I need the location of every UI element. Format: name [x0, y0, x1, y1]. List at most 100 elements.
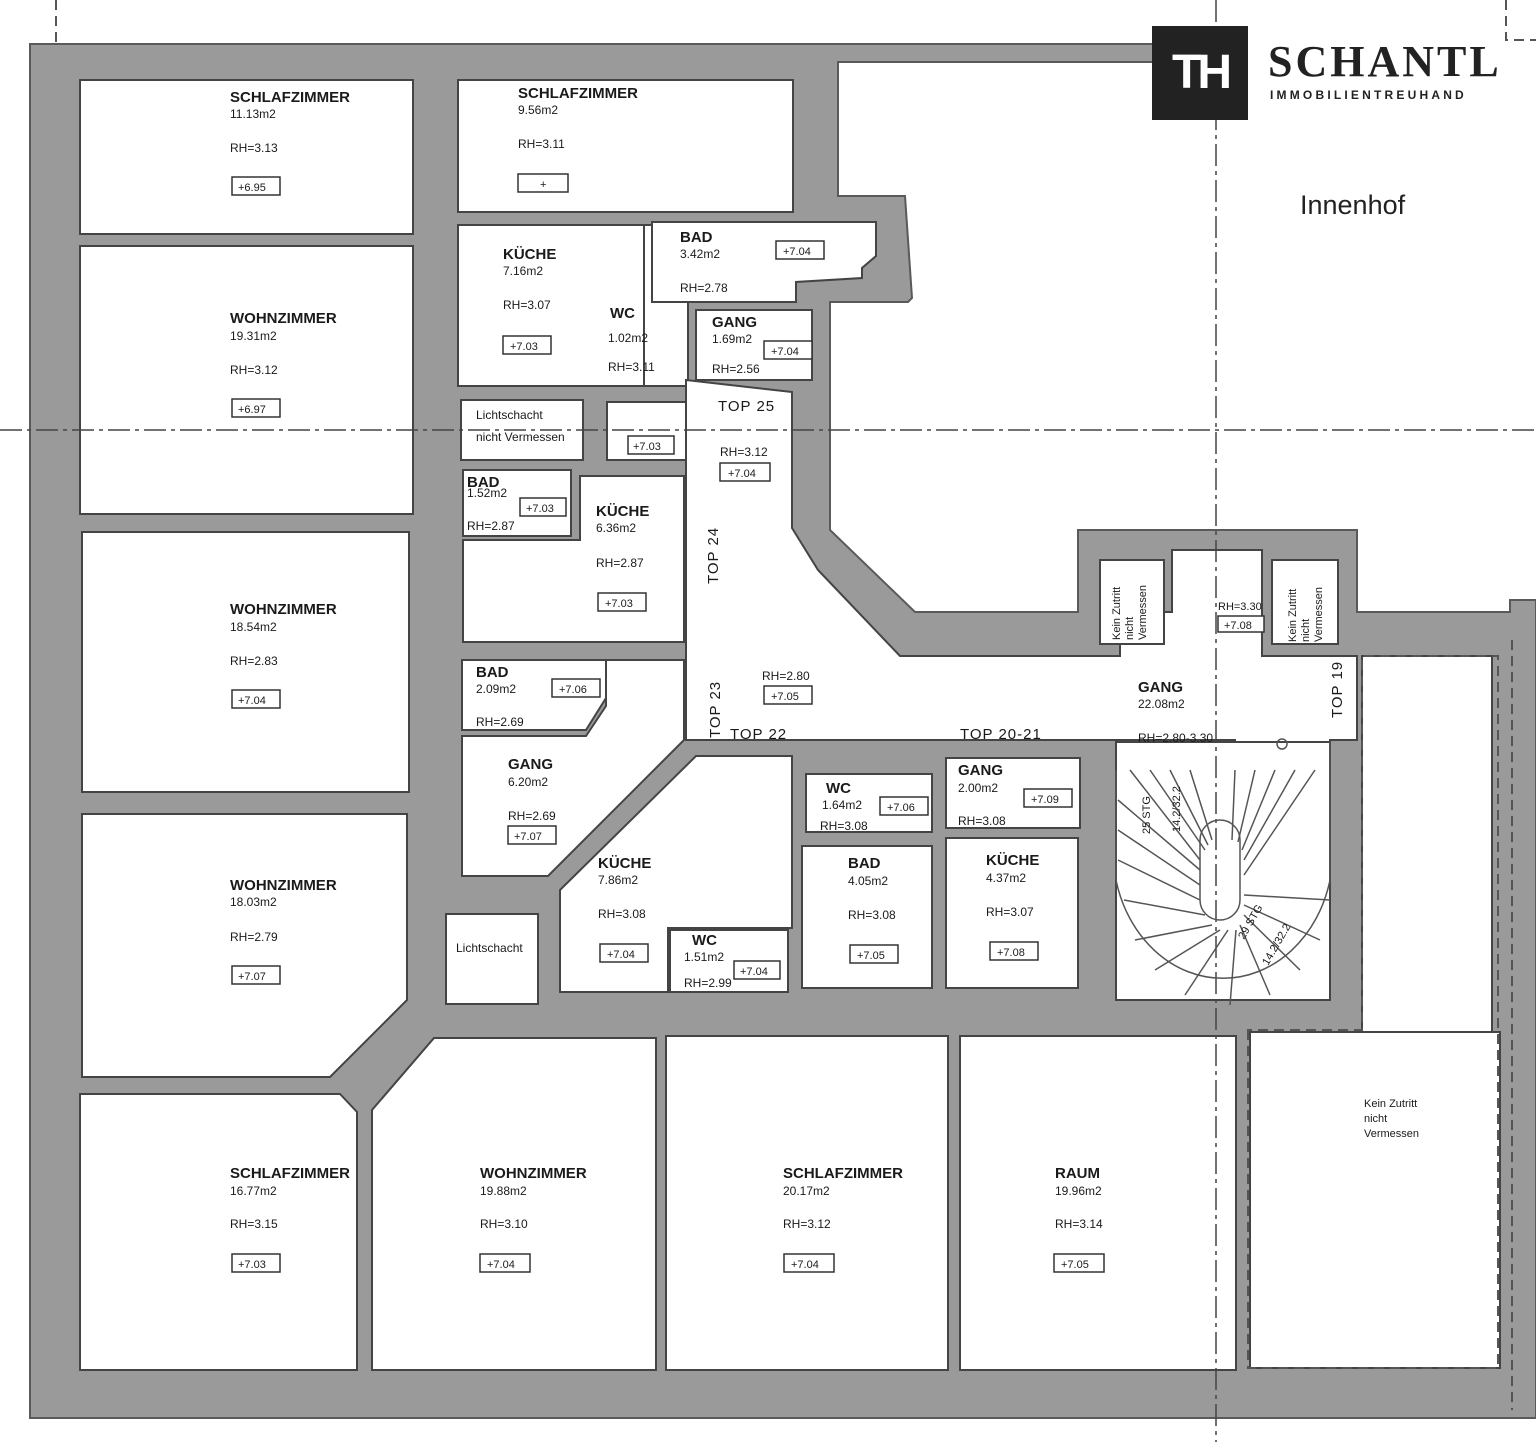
room-area: 3.42m2	[680, 247, 720, 261]
room-level: +	[540, 179, 546, 191]
room-height: RH=2.80-3.30	[1138, 731, 1213, 745]
unit-label-top19: TOP 19	[1329, 661, 1346, 718]
room-area: 16.77m2	[230, 1184, 277, 1198]
no-access-line1: Kein Zutritt	[1111, 587, 1123, 640]
room-level: +7.03	[510, 341, 538, 353]
room-name: WC	[610, 305, 635, 322]
room-level: +7.04	[771, 346, 799, 358]
room-name: BAD	[680, 229, 713, 246]
room-height: RH=2.83	[230, 654, 278, 668]
room-height: RH=2.69	[476, 715, 524, 729]
no-access-line2: nicht	[1124, 617, 1136, 640]
room-height: RH=3.08	[598, 907, 646, 921]
room-name: KÜCHE	[596, 503, 649, 520]
room-height: RH=3.08	[848, 908, 896, 922]
room-area: 19.96m2	[1055, 1184, 1102, 1198]
room-level: +7.06	[559, 684, 587, 696]
room-name: KÜCHE	[598, 855, 651, 872]
room-name: BAD	[467, 474, 500, 491]
room-name: GANG	[958, 762, 1003, 779]
room-height: RH=3.11	[608, 360, 655, 374]
company-logo: TH SCHANTL IMMOBILIENTREUHAND	[1152, 26, 1502, 120]
room-area: 4.37m2	[986, 871, 1026, 885]
room-name: SCHLAFZIMMER	[518, 85, 638, 102]
room-name: GANG	[1138, 679, 1183, 696]
room-level: +7.06	[887, 802, 915, 814]
room-height: RH=3.08	[820, 819, 868, 833]
room-name: GANG	[712, 314, 757, 331]
room-height: RH=3.10	[480, 1217, 528, 1231]
room-height: RH=2.99	[684, 976, 732, 990]
room-area: 1.64m2	[822, 798, 862, 812]
room-name: WOHNZIMMER	[480, 1165, 587, 1182]
corridor-height: RH=2.80	[762, 669, 810, 683]
room-name: WOHNZIMMER	[230, 310, 337, 327]
landing-level: +7.08	[1224, 620, 1252, 632]
room-level: +7.03	[633, 441, 661, 453]
unit-label-top24: TOP 24	[705, 527, 722, 584]
level-boxes	[231, 173, 1265, 1273]
corridor-level: +7.04	[728, 468, 756, 480]
no-access-area-outline	[1247, 655, 1499, 1369]
room-name: WOHNZIMMER	[230, 877, 337, 894]
room-name: GANG	[508, 756, 553, 773]
room-area: 1.02m2	[608, 331, 648, 345]
room-level: +7.08	[997, 947, 1025, 959]
room-level: +7.07	[238, 971, 266, 983]
room-height: RH=3.08	[958, 814, 1006, 828]
room-area: 2.09m2	[476, 682, 516, 696]
room-area: 9.56m2	[518, 103, 558, 117]
corridor-level: +7.05	[771, 691, 799, 703]
room-name: WOHNZIMMER	[230, 601, 337, 618]
no-access-line2: nicht	[1364, 1113, 1387, 1125]
room-area: 2.00m2	[958, 781, 998, 795]
landing-height: RH=3.30	[1218, 601, 1262, 613]
room-height: RH=2.87	[596, 556, 644, 570]
lightwell-label: Lichtschacht	[456, 941, 523, 955]
unit-label-top22: TOP 22	[730, 726, 787, 743]
room-area: 22.08m2	[1138, 697, 1185, 711]
stair-steps: 25 STG	[1141, 796, 1153, 834]
no-access-line1: Kein Zutritt	[1364, 1098, 1417, 1110]
courtyard-label: Innenhof	[1300, 190, 1406, 220]
room-area: 18.03m2	[230, 895, 277, 909]
room-name: SCHLAFZIMMER	[783, 1165, 903, 1182]
room-name: SCHLAFZIMMER	[230, 89, 350, 106]
room-height: RH=3.07	[986, 905, 1034, 919]
room-area: 20.17m2	[783, 1184, 830, 1198]
room-name: WC	[692, 932, 717, 949]
room-name: BAD	[476, 664, 509, 681]
room-area: 19.88m2	[480, 1184, 527, 1198]
room-height: RH=3.11	[518, 137, 565, 151]
unit-label-top25: TOP 25	[718, 398, 775, 415]
room-height: RH=3.14	[1055, 1217, 1103, 1231]
rooms	[79, 79, 1501, 1371]
logo-mark: TH	[1152, 26, 1248, 120]
room-area: 6.36m2	[596, 521, 636, 535]
room-level: +7.07	[514, 831, 542, 843]
room-area: 18.54m2	[230, 620, 277, 634]
room-level: +7.03	[605, 598, 633, 610]
room-area: 6.20m2	[508, 775, 548, 789]
room-height: RH=3.13	[230, 141, 278, 155]
room-level: +7.04	[238, 695, 266, 707]
room-height: RH=2.69	[508, 809, 556, 823]
room-name: KÜCHE	[503, 246, 556, 263]
north-boundary	[55, 0, 1160, 45]
room-height: RH=3.15	[230, 1217, 278, 1231]
room-level: +7.03	[238, 1259, 266, 1271]
room-name: SCHLAFZIMMER	[230, 1165, 350, 1182]
room-area: 7.86m2	[598, 873, 638, 887]
no-access-line2: nicht	[1300, 619, 1312, 642]
room-level: +6.95	[238, 182, 266, 194]
lightwell-label-line1: Lichtschacht	[476, 408, 543, 422]
room-name: WC	[826, 780, 851, 797]
room-level: +7.04	[607, 949, 635, 961]
room-name: RAUM	[1055, 1165, 1100, 1182]
corridor-height: RH=3.12	[720, 445, 768, 459]
room-level: +7.04	[791, 1259, 819, 1271]
room-level: +7.04	[487, 1259, 515, 1271]
room-area: 11.13m2	[230, 107, 276, 121]
room-name: KÜCHE	[986, 852, 1039, 869]
